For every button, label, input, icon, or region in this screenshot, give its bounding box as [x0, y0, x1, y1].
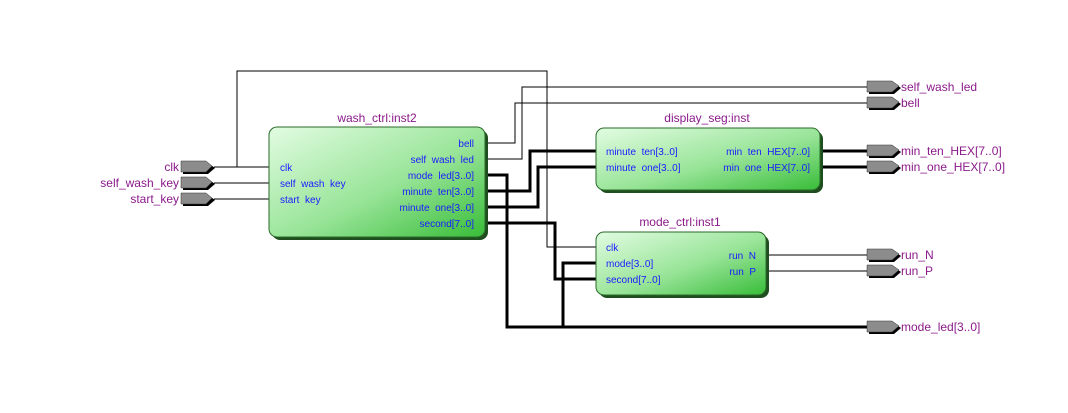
output-pins: self_wash_led bell min_ten_HEX[7..0] min… [866, 80, 1005, 334]
port-out-mode-led: mode led[3..0] [408, 171, 474, 182]
wire-bell[interactable] [485, 102, 868, 144]
pin-label: min_one_HEX[7..0] [901, 160, 1005, 174]
wire-minute-one[interactable] [485, 165, 597, 209]
pin-label: self_wash_key [100, 176, 179, 190]
port-out-run-p: run P [729, 267, 756, 278]
port-in-clk: clk [280, 163, 293, 174]
wire-minute-ten[interactable] [485, 149, 597, 193]
pin-label: self_wash_led [901, 80, 977, 94]
output-pin-min-one-hex[interactable]: min_one_HEX[7..0] [866, 160, 1005, 174]
port-in-second: second[7..0] [606, 275, 661, 286]
block-display-seg[interactable]: display_seg:inst minute ten[3..0] minute… [595, 111, 823, 193]
port-out-min-one-hex: min one HEX[7..0] [723, 163, 810, 174]
instance-title: display_seg:inst [664, 111, 750, 125]
instance-title: wash_ctrl:inst2 [336, 111, 417, 125]
port-in-start-key: start key [280, 195, 321, 206]
pin-label: clk [164, 160, 180, 174]
pin-label: run_P [901, 264, 933, 278]
input-pin-start-key[interactable]: start_key [130, 192, 215, 206]
input-pins: clk self_wash_key start_key [100, 160, 215, 206]
pin-label: bell [901, 96, 920, 110]
port-out-second: second[7..0] [420, 219, 475, 230]
wire-mode-led[interactable] [485, 173, 868, 329]
port-out-minute-ten: minute ten[3..0] [402, 187, 474, 198]
port-out-minute-one: minute one[3..0] [400, 203, 475, 214]
wires [214, 70, 868, 329]
wire-self-wash-led[interactable] [485, 86, 868, 160]
output-pin-run-n[interactable]: run_N [866, 248, 934, 262]
port-in-mode: mode[3..0] [606, 259, 653, 270]
output-pin-min-ten-hex[interactable]: min_ten_HEX[7..0] [866, 144, 1002, 158]
pin-label: mode_led[3..0] [901, 320, 980, 334]
port-out-run-n: run N [729, 251, 756, 262]
output-pin-bell[interactable]: bell [866, 96, 920, 110]
port-in-minute-ten: minute ten[3..0] [606, 147, 678, 158]
input-pin-clk[interactable]: clk [164, 160, 215, 174]
block-wash-ctrl[interactable]: wash_ctrl:inst2 clk self wash key start … [268, 111, 488, 240]
block-mode-ctrl[interactable]: mode_ctrl:inst1 clk mode[3..0] second[7.… [595, 215, 769, 298]
port-out-self-wash-led: self wash led [411, 155, 474, 166]
port-in-self-wash-key: self wash key [280, 179, 346, 190]
output-pin-run-p[interactable]: run_P [866, 264, 933, 278]
wire-mode-led-branch[interactable] [561, 261, 597, 327]
instance-title: mode_ctrl:inst1 [639, 215, 721, 229]
port-out-min-ten-hex: min ten HEX[7..0] [726, 147, 810, 158]
output-pin-self-wash-led[interactable]: self_wash_led [866, 80, 977, 94]
port-in-minute-one: minute one[3..0] [606, 163, 681, 174]
pin-label: min_ten_HEX[7..0] [901, 144, 1002, 158]
pin-label: start_key [130, 192, 179, 206]
port-in-clk: clk [606, 243, 619, 254]
port-out-bell: bell [458, 139, 474, 150]
wire-clk-branch[interactable] [236, 70, 597, 248]
input-pin-self-wash-key[interactable]: self_wash_key [100, 176, 215, 190]
wire-second[interactable] [485, 221, 597, 281]
output-pin-mode-led[interactable]: mode_led[3..0] [866, 320, 980, 334]
pin-label: run_N [901, 248, 934, 262]
